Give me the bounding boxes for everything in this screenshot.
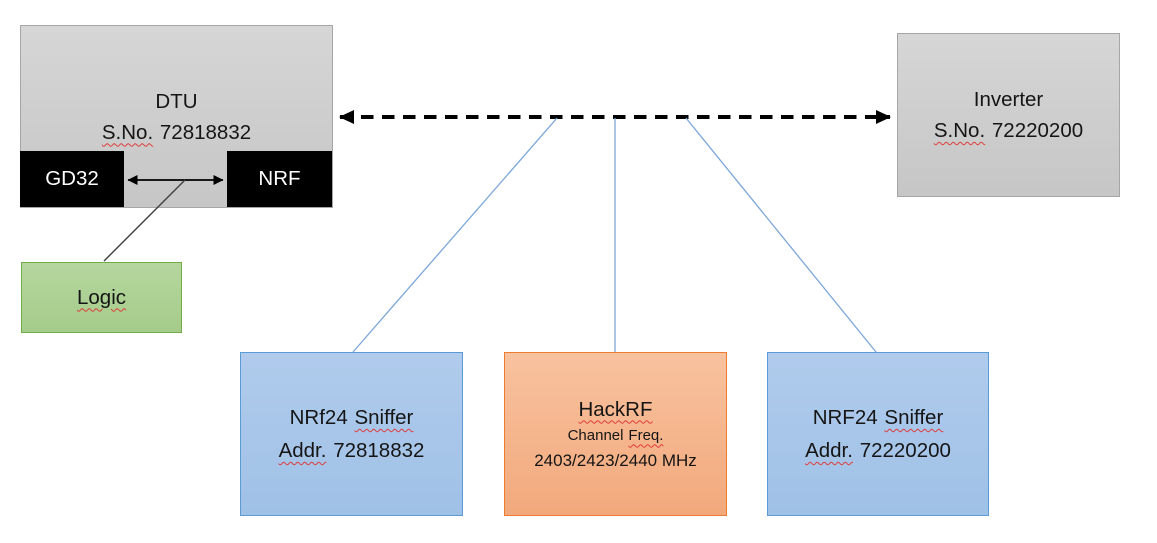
nrf-label: NRF bbox=[258, 167, 301, 190]
inverter-serial-number: 72220200 bbox=[991, 119, 1084, 142]
sniffer-left-name-prefix: NRf24 bbox=[289, 406, 348, 429]
dtu-serial-number: 72818832 bbox=[159, 120, 252, 144]
hackrf-freq-label: Freq. bbox=[628, 426, 664, 444]
hackrf-frequencies: 2403/2423/2440 MHz bbox=[534, 450, 697, 470]
sniffer-left-box: NRf24 Sniffer Addr. 72818832 bbox=[240, 352, 463, 516]
sniffer-left-addr-label: Addr. bbox=[278, 439, 327, 462]
dtu-serial: S.No.72818832 bbox=[102, 117, 251, 148]
nrf-chip: NRF bbox=[227, 151, 332, 207]
logic-box: Logic bbox=[21, 262, 182, 333]
sniffer-right-addr-label: Addr. bbox=[805, 439, 853, 462]
inverter-serial: S.No.72220200 bbox=[934, 115, 1083, 146]
sniffer-left-addr: Addr. 72818832 bbox=[279, 434, 425, 467]
sniffer-right-box: NRF24 Sniffer Addr. 72220200 bbox=[767, 352, 989, 516]
sniffer-right-addr: Addr. 72220200 bbox=[805, 434, 951, 467]
sniffer-left-name-word: Sniffer bbox=[354, 406, 414, 429]
dtu-title: DTU bbox=[155, 89, 198, 113]
sniffer-right-name: NRF24 Sniffer bbox=[813, 401, 944, 434]
sniffer-right-name-word: Sniffer bbox=[884, 406, 944, 429]
dtu-box: DTU S.No.72818832 GD32 NRF bbox=[20, 25, 333, 208]
inverter-serial-label: S.No. bbox=[933, 119, 986, 142]
hackrf-title: HackRF bbox=[578, 397, 653, 421]
hackrf-channel-label: Channel bbox=[567, 426, 624, 444]
dtu-serial-label: S.No. bbox=[101, 120, 154, 144]
sniffer-right-connector-line bbox=[685, 117, 877, 353]
sniffer-left-connector-line bbox=[352, 117, 558, 353]
gd32-chip: GD32 bbox=[20, 151, 124, 207]
sniffer-left-name: NRf24 Sniffer bbox=[290, 401, 414, 434]
sniffer-right-name-prefix: NRF24 bbox=[812, 406, 878, 429]
inverter-box: Inverter S.No.72220200 bbox=[897, 33, 1120, 197]
sniffer-left-addr-value: 72818832 bbox=[333, 439, 425, 462]
sniffer-right-addr-value: 72220200 bbox=[859, 439, 951, 462]
inverter-title: Inverter bbox=[973, 88, 1044, 111]
logic-label: Logic bbox=[76, 285, 126, 309]
dtu-text: DTU S.No.72818832 bbox=[102, 86, 251, 148]
gd32-label: GD32 bbox=[45, 167, 99, 190]
